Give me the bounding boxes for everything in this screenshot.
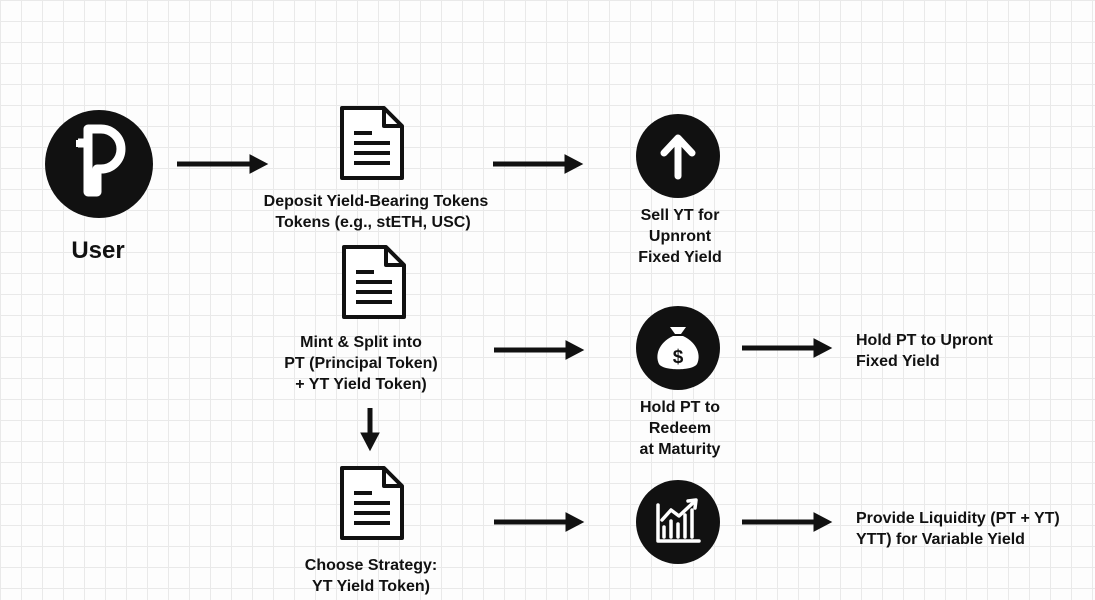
pendle-logo-icon (45, 110, 153, 218)
arrow-up-icon (636, 114, 720, 198)
document-icon (342, 245, 406, 319)
connector-arrows (177, 154, 833, 532)
svg-text:$: $ (673, 347, 684, 368)
mint-split-label: Mint & Split into PT (Principal Token) +… (284, 334, 438, 393)
user-label: User (71, 237, 125, 264)
sell-yt-label: Sell YT for Upnront Fixed Yield (638, 207, 722, 266)
hold-pt-redeem-label: Hold PT to Redeem at Maturity (639, 399, 721, 458)
growth-chart-icon (636, 480, 720, 564)
document-icon (340, 466, 404, 540)
money-bag-icon: $ (636, 306, 720, 390)
provide-liquidity-label: Provide Liquidity (PT + YT) YTT) for Var… (856, 510, 1060, 548)
document-icon (340, 106, 404, 180)
hold-pt-fixed-label: Hold PT to Upront Fixed Yield (856, 332, 993, 370)
choose-strategy-label: Choose Strategy: YT Yield Token) (304, 557, 438, 595)
deposit-label: Deposit Yield-Bearing Tokens Tokens (e.g… (263, 193, 489, 231)
